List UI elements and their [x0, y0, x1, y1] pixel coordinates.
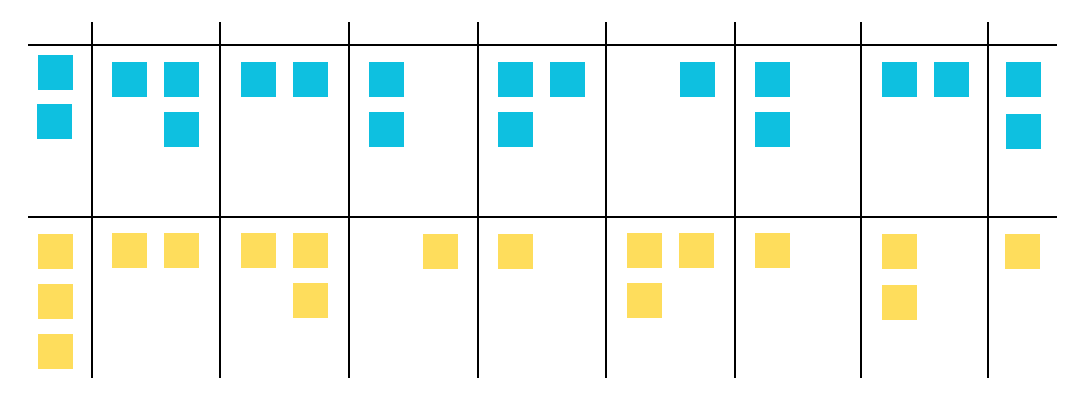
- sticky-note-bottom-col-7[interactable]: [755, 233, 790, 268]
- sticky-note-bottom-col-3[interactable]: [293, 233, 328, 268]
- sticky-note-top-col-8[interactable]: [934, 62, 969, 97]
- sticky-note-top-col-3[interactable]: [293, 62, 328, 97]
- sticky-note-bottom-col-1[interactable]: [38, 284, 73, 319]
- sticky-note-top-col-2[interactable]: [164, 112, 199, 147]
- sticky-note-top-col-2[interactable]: [112, 62, 147, 97]
- sticky-notes: [37, 55, 1041, 369]
- sticky-note-top-col-2[interactable]: [164, 62, 199, 97]
- sticky-note-top-col-5[interactable]: [498, 112, 533, 147]
- sticky-note-bottom-col-1[interactable]: [38, 334, 73, 369]
- sticky-note-top-col-1[interactable]: [37, 104, 72, 139]
- sticky-note-top-col-6[interactable]: [680, 62, 715, 97]
- sticky-note-bottom-col-2[interactable]: [164, 233, 199, 268]
- sticky-note-bottom-col-8[interactable]: [882, 234, 917, 269]
- sticky-note-bottom-col-6[interactable]: [679, 233, 714, 268]
- sticky-note-top-col-9[interactable]: [1006, 114, 1041, 149]
- sticky-note-bottom-col-3[interactable]: [293, 283, 328, 318]
- sticky-note-bottom-col-6[interactable]: [627, 233, 662, 268]
- sticky-note-bottom-col-3[interactable]: [241, 233, 276, 268]
- sticky-note-top-col-5[interactable]: [498, 62, 533, 97]
- sticky-note-bottom-col-5[interactable]: [498, 234, 533, 269]
- grid-lines: [28, 22, 1057, 378]
- sticky-note-top-col-7[interactable]: [755, 62, 790, 97]
- sticky-note-top-col-9[interactable]: [1006, 62, 1041, 97]
- sticky-note-top-col-5[interactable]: [550, 62, 585, 97]
- sticky-note-top-col-1[interactable]: [38, 55, 73, 90]
- sticky-note-top-col-4[interactable]: [369, 112, 404, 147]
- sticky-note-bottom-col-6[interactable]: [627, 283, 662, 318]
- sticky-note-bottom-col-8[interactable]: [882, 285, 917, 320]
- sticky-note-bottom-col-2[interactable]: [112, 233, 147, 268]
- sticky-note-bottom-col-4[interactable]: [423, 234, 458, 269]
- sticky-note-bottom-col-1[interactable]: [38, 234, 73, 269]
- sticky-note-top-col-4[interactable]: [369, 62, 404, 97]
- sticky-note-top-col-3[interactable]: [241, 62, 276, 97]
- sticky-note-bottom-col-9[interactable]: [1005, 234, 1040, 269]
- sticky-note-top-col-8[interactable]: [882, 62, 917, 97]
- sticky-note-top-col-7[interactable]: [755, 112, 790, 147]
